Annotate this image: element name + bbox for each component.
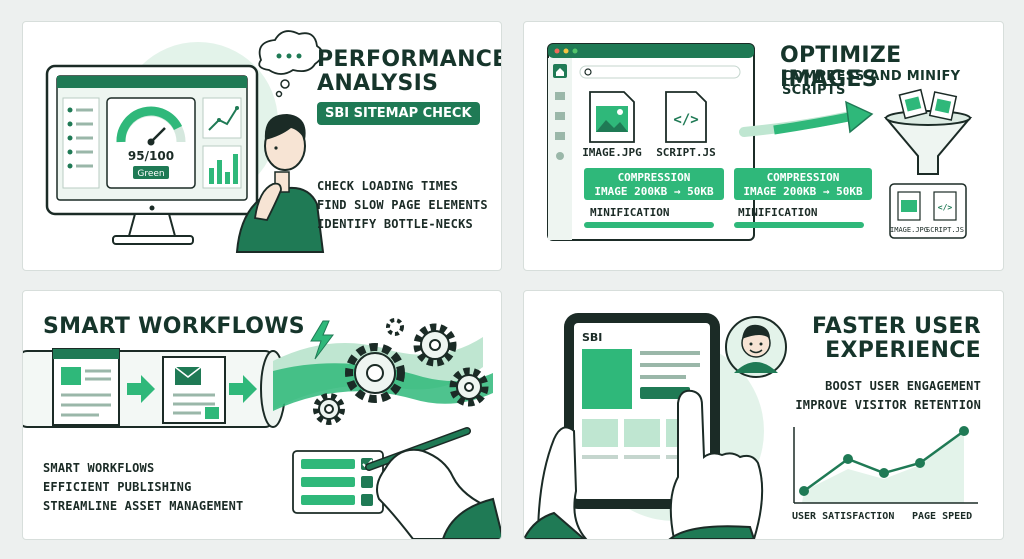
performance-panel: 95/100 Green	[22, 21, 502, 271]
experience-illustration: SBI U	[524, 313, 978, 539]
optimize-title: OPTIMIZE IMAGES	[780, 43, 902, 92]
code-file-icon: </>	[665, 91, 707, 143]
speed-gauge-icon	[116, 106, 186, 146]
svg-text:</>: </>	[673, 112, 698, 128]
thought-bubble-icon	[258, 30, 324, 98]
gear-icon	[313, 318, 489, 425]
optimize-illustration: IMAGE.JPG </> SCRIPT.JS COMPRESSION IMAG…	[547, 43, 973, 241]
experience-list: BOOST USER ENGAGEMENT IMPROVE VISITOR RE…	[795, 377, 981, 415]
experience-title-line1: FASTER USER	[812, 314, 981, 339]
workflows-list: SMART WORKFLOWS EFFICIENT PUBLISHING STR…	[43, 459, 243, 516]
user-satisfaction-label: USER SATISFACTION	[792, 511, 894, 522]
workflow-item: SMART WORKFLOWS	[43, 461, 155, 475]
svg-text:</>: </>	[938, 203, 953, 212]
output-image-label: IMAGE.JPG	[890, 226, 928, 234]
check-item: IDENTIFY BOTTLE-NECKS	[317, 217, 473, 231]
experience-item: IMPROVE VISITOR RETENTION	[795, 398, 981, 412]
home-icon	[553, 64, 567, 78]
experience-item: BOOST USER ENGAGEMENT	[825, 379, 981, 393]
experience-title: FASTER USER EXPERIENCE	[812, 315, 981, 363]
workflows-illustration	[23, 318, 501, 539]
avatar-icon	[725, 316, 787, 378]
performance-title-line1: PERFORMANCE	[317, 47, 502, 72]
gauge-value: 95/100	[128, 149, 174, 163]
experience-title-line2: EXPERIENCE	[825, 337, 981, 363]
document-icon	[52, 348, 120, 426]
output-script-label: SCRIPT.JS	[926, 226, 964, 234]
performance-checklist: CHECK LOADING TIMES FIND SLOW PAGE ELEME…	[317, 177, 488, 234]
email-icon	[162, 356, 226, 424]
image-file-icon	[589, 91, 635, 143]
workflow-item: STREAMLINE ASSET MANAGEMENT	[43, 499, 244, 513]
pen-icon	[365, 427, 471, 471]
performance-title: PERFORMANCE ANALYSIS	[317, 47, 502, 96]
optimize-subtitle: COMPRESS AND MINIFY SCRIPTS	[782, 69, 961, 99]
workflow-item: EFFICIENT PUBLISHING	[43, 480, 192, 494]
compression-label: COMPRESSION	[767, 171, 840, 184]
optimize-panel: IMAGE.JPG </> SCRIPT.JS COMPRESSION IMAG…	[523, 21, 1004, 271]
image-file-label: IMAGE.JPG	[582, 146, 642, 159]
tablet-label: SBI	[582, 331, 602, 344]
checklist-icon	[292, 450, 384, 514]
compression-label: COMPRESSION	[618, 171, 691, 184]
compression-detail: IMAGE 200KB → 50KB	[594, 185, 714, 198]
experience-panel: SBI U	[523, 290, 1004, 540]
workflows-panel: SMART WORKFLOWS SMART WORKFLOWS EFFICIEN…	[22, 290, 502, 540]
check-item: CHECK LOADING TIMES	[317, 179, 459, 193]
performance-illustration: 95/100 Green	[45, 30, 325, 253]
script-file-label: SCRIPT.JS	[656, 146, 716, 159]
page-speed-label: PAGE SPEED	[912, 511, 972, 522]
performance-title-line2: ANALYSIS	[317, 70, 439, 96]
pointing-hand-icon	[668, 389, 764, 539]
minification-label: MINIFICATION	[738, 206, 817, 219]
check-item: FIND SLOW PAGE ELEMENTS	[317, 198, 488, 212]
funnel-icon	[883, 88, 973, 175]
workflows-title: SMART WORKFLOWS	[43, 314, 305, 339]
lightning-icon	[310, 320, 334, 360]
line-chart-icon	[202, 97, 242, 139]
trend-chart-icon	[793, 426, 978, 504]
sitemap-check-badge: SBI SITEMAP CHECK	[317, 102, 480, 125]
arrow-right-icon	[739, 100, 874, 137]
minification-label: MINIFICATION	[590, 206, 669, 219]
person-thinking-illustration	[235, 114, 325, 253]
compression-detail: IMAGE 200KB → 50KB	[743, 185, 863, 198]
gauge-status: Green	[137, 169, 164, 179]
bar-chart-icon	[202, 145, 242, 189]
